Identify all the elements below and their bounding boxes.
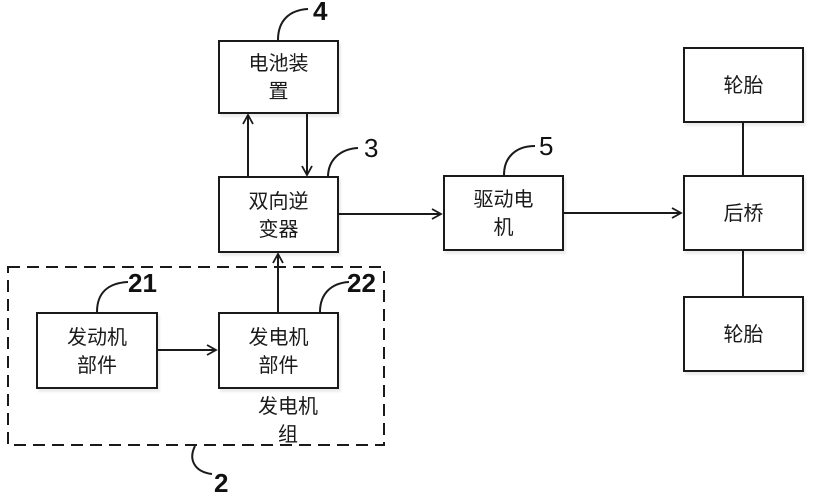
engine-block: 发动机部件 — [36, 312, 158, 389]
inverter-label-line2: 变器 — [258, 216, 299, 241]
battery-label-line1: 电池装 — [248, 51, 309, 75]
tire-top-label: 轮胎 — [723, 73, 764, 97]
generator-label-line2: 部件 — [258, 352, 299, 377]
rear-axle-block: 后桥 — [683, 175, 804, 251]
ref-number-22: 22 — [347, 268, 376, 298]
generator-set-caption-line1: 发电机 — [258, 394, 318, 418]
inverter-block: 双向逆变器 — [218, 176, 339, 253]
drive-motor-block: 驱动电机 — [443, 175, 564, 251]
leader-ref-22 — [319, 281, 350, 313]
leader-ref-21 — [96, 281, 129, 313]
tire-bottom-block: 轮胎 — [683, 296, 804, 372]
battery-label-line2: 置 — [268, 79, 289, 103]
generator-set-caption-line2: 组 — [278, 422, 298, 446]
engine-label-line1: 发动机 — [67, 324, 127, 349]
ref-number-3: 3 — [364, 133, 379, 163]
tire-bottom-label: 轮胎 — [723, 322, 764, 346]
leader-ref-2 — [191, 445, 213, 475]
inverter-label-line1: 双向逆 — [248, 188, 309, 213]
drive-motor-label-line2: 机 — [493, 215, 514, 239]
ref-number-21: 21 — [128, 268, 157, 298]
leader-ref-3 — [327, 147, 359, 178]
drive-motor-label-line1: 驱动电 — [473, 187, 534, 211]
leader-ref-4 — [277, 8, 309, 41]
rear-axle-label: 后桥 — [723, 201, 764, 225]
engine-label-line2: 部件 — [77, 352, 117, 377]
tire-top-block: 轮胎 — [683, 47, 804, 123]
generator-label-line1: 发电机 — [248, 324, 309, 349]
ref-number-2: 2 — [214, 468, 229, 498]
leader-ref-5 — [503, 145, 536, 176]
generator-set-caption: 发电机 组 — [248, 392, 328, 448]
generator-set-group-border — [7, 266, 385, 446]
ref-number-4: 4 — [313, 0, 328, 26]
generator-block: 发电机部件 — [218, 312, 339, 389]
battery-block: 电池装置 — [218, 40, 339, 114]
ref-number-5: 5 — [539, 131, 554, 161]
